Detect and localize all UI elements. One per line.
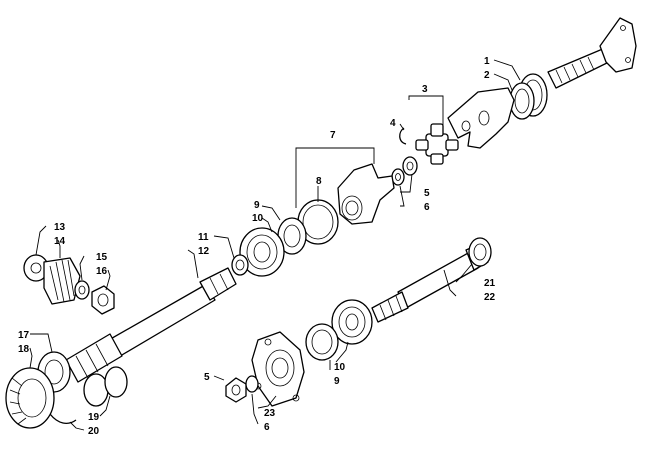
yoke-part-2 [447, 87, 515, 149]
washer-part-6 [391, 168, 405, 186]
ring-gear-part-18 [5, 367, 55, 429]
callout-21: 21 [484, 278, 496, 289]
callout-17: 17 [18, 330, 30, 341]
callout-11: 11 [198, 232, 209, 243]
callout-2: 2 [484, 70, 490, 81]
callout-6-lower: 6 [264, 422, 270, 433]
callout-10-upper: 10 [252, 213, 264, 224]
callout-23: 23 [264, 408, 276, 419]
yoke-part-7 [337, 163, 395, 225]
callout-1: 1 [484, 56, 490, 67]
hub-part-23 [251, 331, 305, 407]
callout-18: 18 [18, 344, 30, 355]
snap-clip-part-4 [399, 127, 407, 145]
pinion-gear-part-14 [43, 257, 81, 305]
callout-15: 15 [96, 252, 108, 263]
ring-part-19a [83, 373, 109, 407]
bearing-part-10-lower [331, 299, 373, 345]
washer-part-15 [74, 280, 90, 300]
callout-20: 20 [88, 426, 100, 437]
washer-part-6-lower [245, 375, 259, 393]
callout-9-upper: 9 [254, 200, 260, 211]
callout-9-lower: 9 [334, 376, 340, 387]
callout-19: 19 [88, 412, 100, 423]
bearing-cap-part-5 [402, 156, 418, 176]
universal-joint-cross [415, 123, 459, 165]
clip-part-20 [49, 413, 77, 425]
leader-lines [29, 59, 521, 431]
o-ring-part-21 [468, 237, 492, 267]
ring-part-19b [104, 366, 128, 398]
callout-8: 8 [316, 176, 322, 187]
callout-13: 13 [54, 222, 66, 233]
callout-7: 7 [330, 130, 336, 141]
callout-22: 22 [484, 292, 496, 303]
ring-part-11 [231, 254, 249, 276]
callout-10-lower: 10 [334, 362, 346, 373]
seal-part-9-lower [305, 323, 339, 361]
callout-6-upper: 6 [424, 202, 430, 213]
callout-5-lower: 5 [204, 372, 210, 383]
callout-3: 3 [422, 84, 428, 95]
nut-part-5-lower [225, 377, 247, 403]
bearing-part-10-upper [239, 227, 285, 277]
callout-5-upper: 5 [424, 188, 430, 199]
callout-16: 16 [96, 266, 108, 277]
axle-shaft-part-12 [65, 267, 237, 383]
output-yoke-shaft [547, 17, 637, 89]
callout-4: 4 [390, 118, 396, 129]
callout-14: 14 [54, 236, 66, 247]
nut-part-16 [91, 285, 115, 315]
callout-12: 12 [198, 246, 210, 257]
